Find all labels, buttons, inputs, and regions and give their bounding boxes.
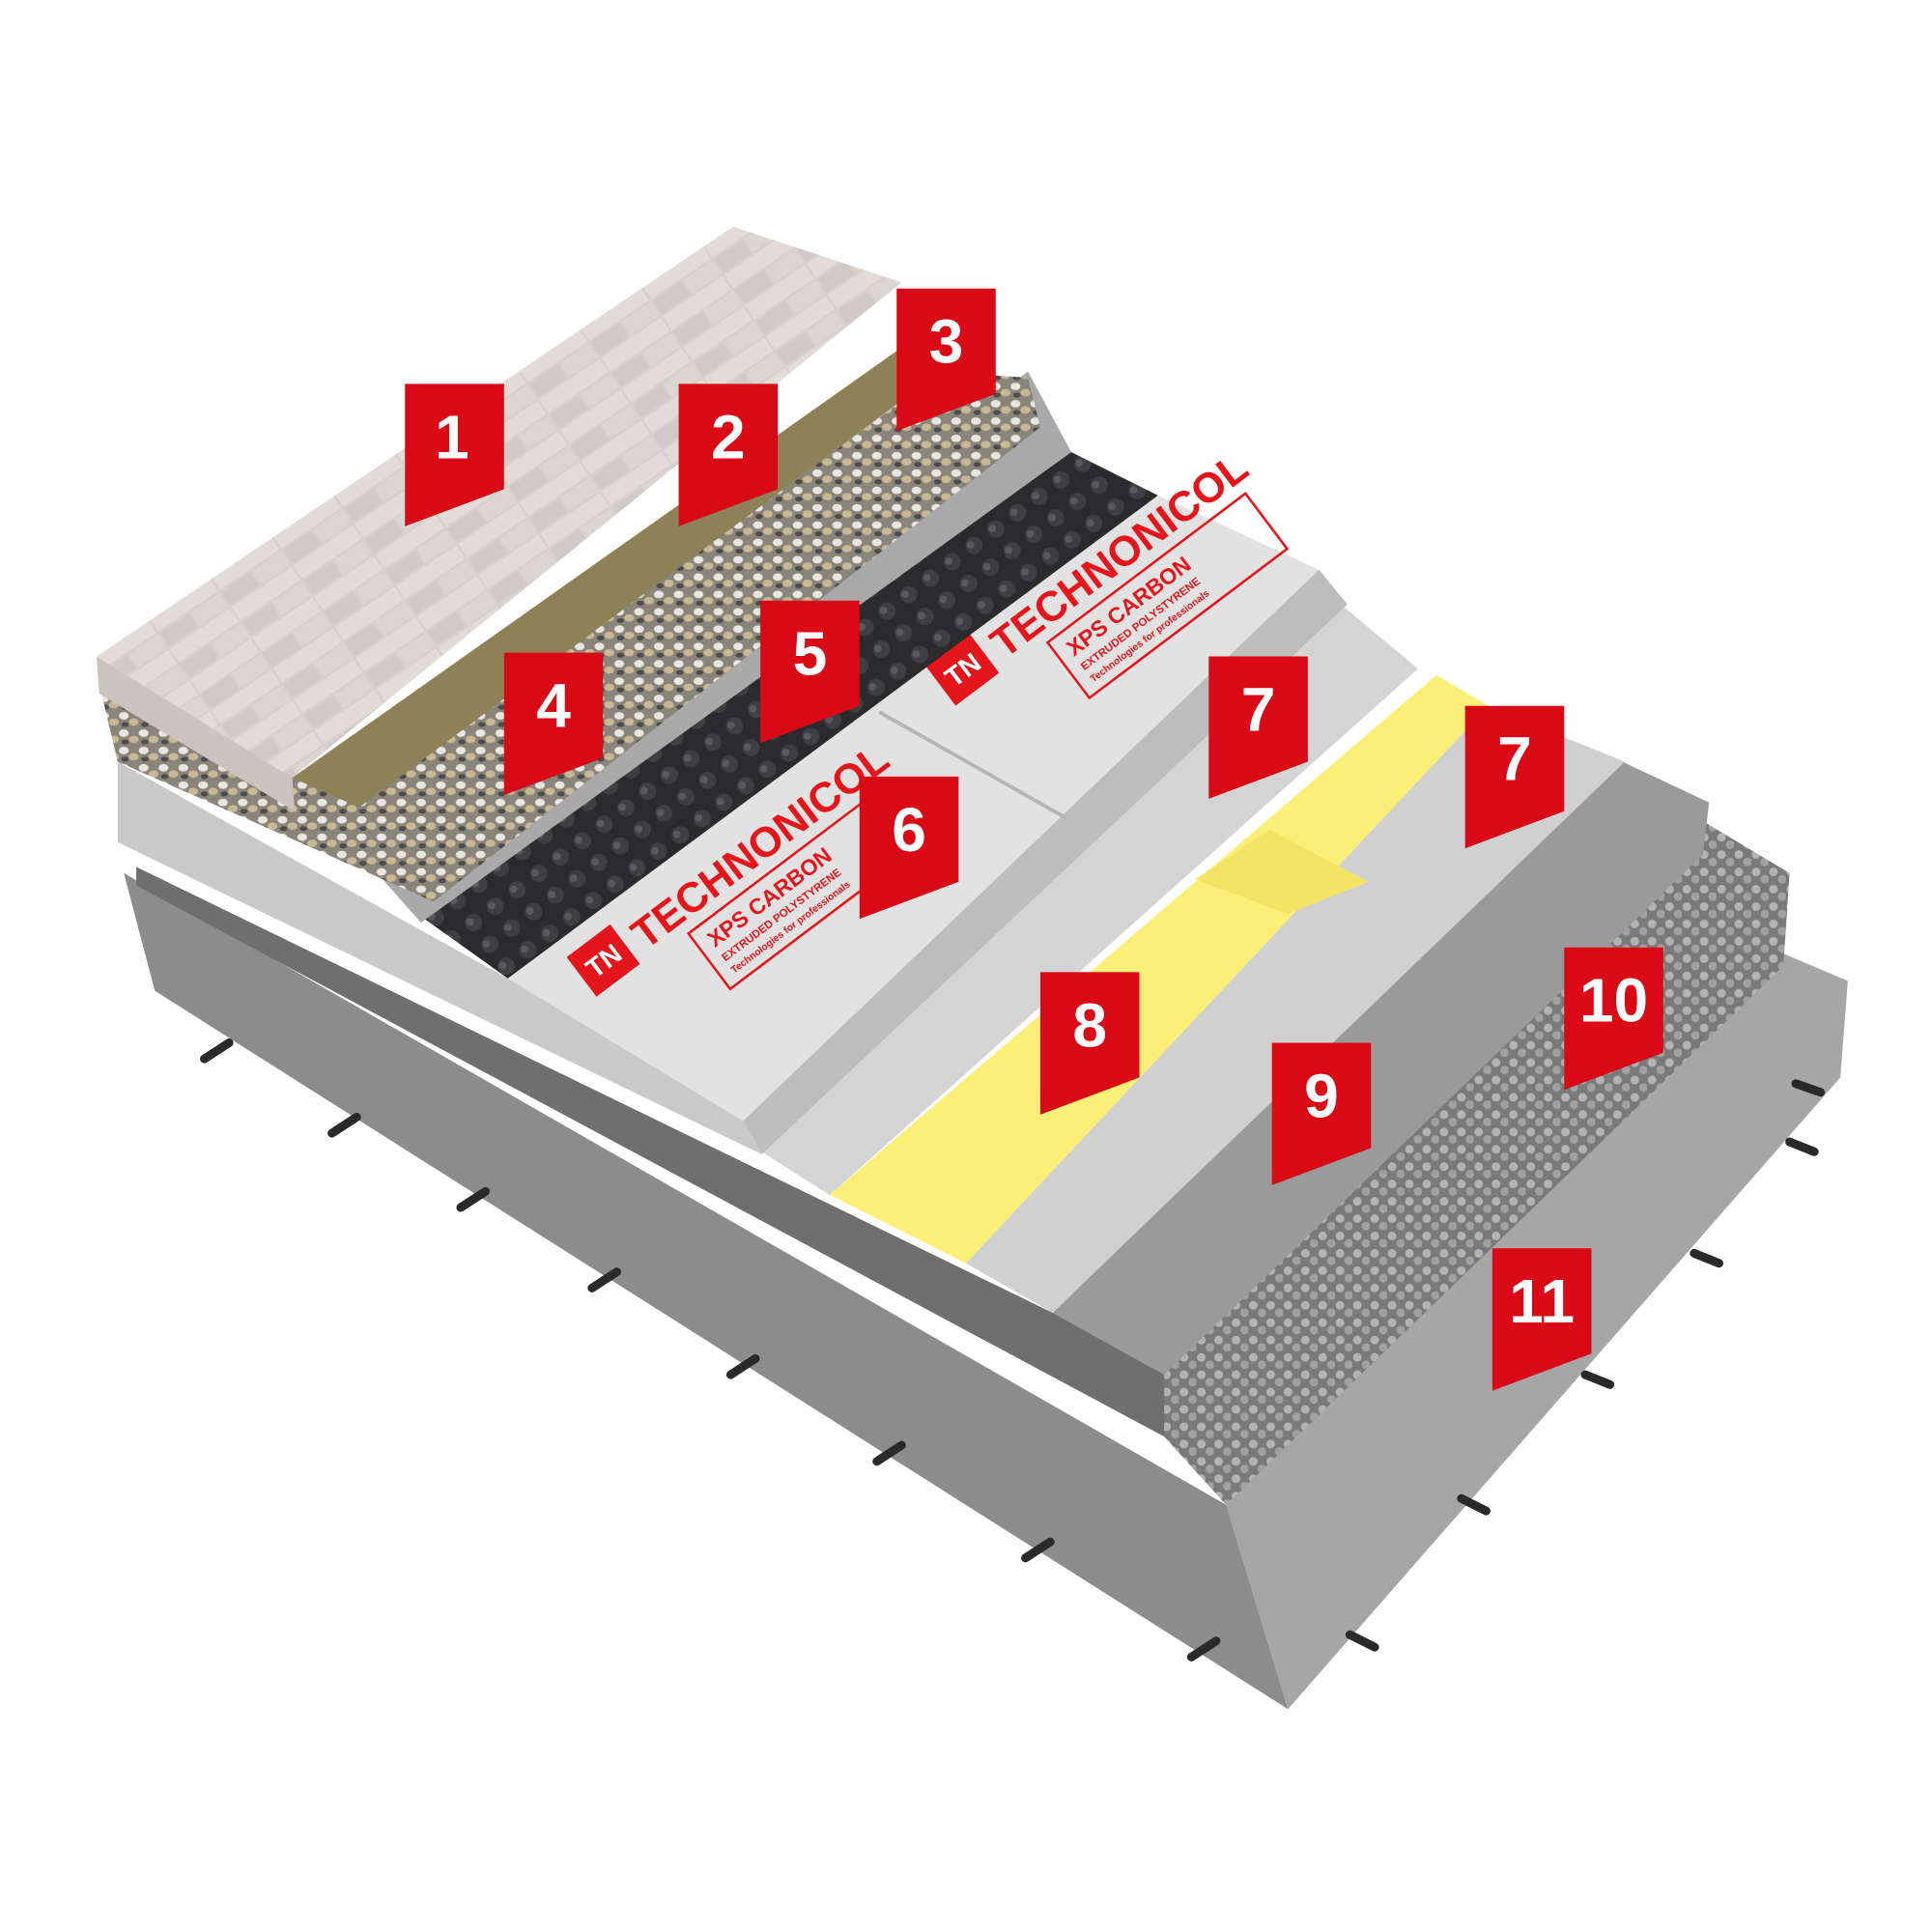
layer-marker-8[interactable]: 8 — [1039, 972, 1140, 1115]
marker-number: 5 — [793, 619, 828, 689]
light-grey-layer — [966, 705, 1626, 1313]
marker-number: 7 — [1497, 724, 1532, 794]
pavers-top — [97, 226, 902, 779]
marker-number: 9 — [1304, 1061, 1339, 1130]
screed-front-face — [136, 867, 1165, 1437]
yellow-overlap-patch — [1195, 829, 1369, 915]
layer-marker-6[interactable]: 6 — [859, 776, 959, 920]
pavers-front-face — [97, 656, 296, 811]
layer-marker-7a[interactable]: 7 — [1208, 656, 1308, 799]
yellow-layer — [829, 674, 1490, 1264]
technonicol-logo-icon — [925, 633, 1000, 706]
layer-marker-11[interactable]: 11 — [1492, 1248, 1592, 1391]
layer-marker-2[interactable]: 2 — [678, 384, 779, 526]
layer-marker-3[interactable]: 3 — [896, 288, 996, 432]
marker-number: 10 — [1579, 966, 1648, 1036]
layer-marker-9[interactable]: 9 — [1271, 1042, 1372, 1185]
base-slab-front-face — [124, 872, 1289, 1710]
xps-front-face — [117, 761, 762, 1154]
marker-number: 11 — [1509, 1266, 1575, 1336]
gravel-front-face — [101, 693, 434, 902]
marker-number: 3 — [929, 307, 964, 377]
layer-marker-4[interactable]: 4 — [503, 652, 604, 796]
xps-board-joint — [878, 710, 1066, 819]
marker-number: 6 — [892, 795, 926, 865]
marker-number: 8 — [1072, 990, 1107, 1060]
sand-layer — [292, 349, 944, 808]
layer-marker-10[interactable]: 10 — [1564, 947, 1663, 1091]
layer-marker-7b[interactable]: 7 — [1464, 705, 1565, 849]
rebar-stubs — [200, 1038, 1826, 1662]
layer-marker-1[interactable]: 1 — [405, 384, 504, 526]
layer-marker-5[interactable]: 5 — [760, 600, 860, 744]
xps-lower-board-edge — [743, 569, 1348, 1154]
marker-number: 2 — [711, 402, 746, 471]
technonicol-logo-icon — [566, 923, 640, 997]
marker-number: 7 — [1241, 674, 1276, 744]
concrete-screed-layer — [1052, 761, 1710, 1376]
marker-number: 1 — [435, 402, 469, 471]
marker-number: 4 — [536, 671, 571, 741]
